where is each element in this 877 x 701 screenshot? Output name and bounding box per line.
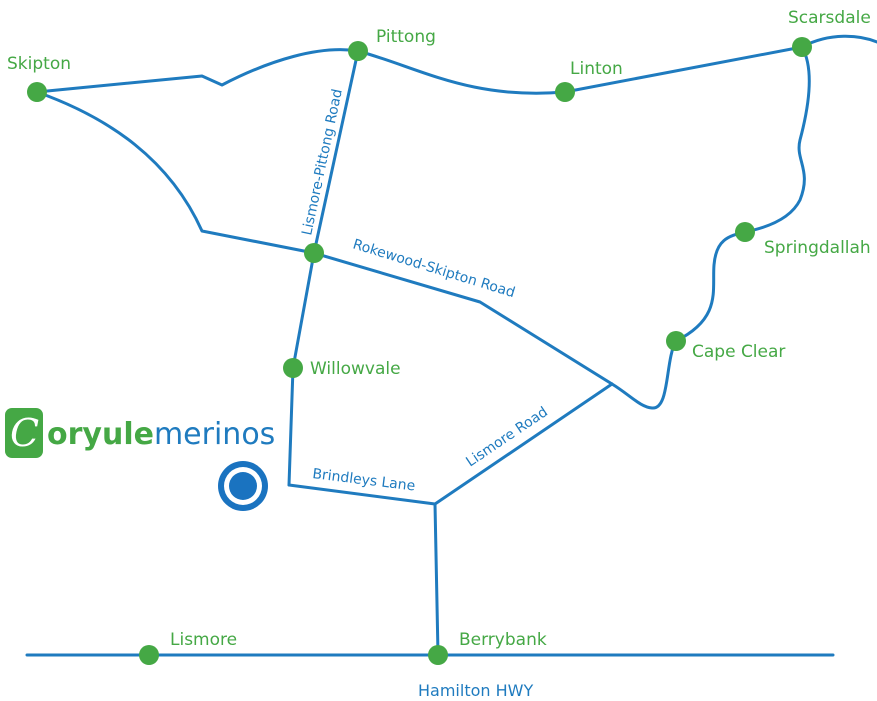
- town-label-cape-clear: Cape Clear: [692, 342, 785, 362]
- road-labels: Lismore-Pittong Road Rokewood-Skipton Ro…: [299, 88, 551, 700]
- town-dot-pittong: [348, 41, 368, 61]
- town-dot-lismore: [139, 645, 159, 665]
- logo-wordmark: oryulemerinos: [47, 417, 275, 452]
- town-dot-cape-clear: [666, 331, 686, 351]
- label-lismore-road: Lismore Road: [463, 404, 551, 470]
- town-dot-scarsdale: [792, 37, 812, 57]
- road-scarsdale-springdallah: [743, 45, 811, 234]
- town-dot-berrybank: [428, 645, 448, 665]
- town-dot-linton: [555, 82, 575, 102]
- road-springdallah-capeclear: [674, 230, 747, 343]
- road-brindleys-lane: [287, 483, 437, 506]
- label-rokewood-skipton-road: Rokewood-Skipton Road: [351, 237, 517, 302]
- town-label-skipton: Skipton: [7, 54, 71, 74]
- town-label-berrybank: Berrybank: [459, 630, 547, 650]
- logo-mark-icon: [5, 408, 43, 458]
- logo-mark-letter: C: [10, 411, 39, 455]
- road-berrybank-connector: [433, 502, 440, 656]
- town-dot-willowvale: [283, 358, 303, 378]
- coryule-merinos-logo: C oryulemerinos: [5, 408, 275, 458]
- town-label-willowvale: Willowvale: [310, 359, 401, 379]
- town-dot-springdallah: [735, 222, 755, 242]
- road-lismore-road: [433, 382, 614, 506]
- road-lismore-pittong: [287, 49, 360, 487]
- town-label-linton: Linton: [570, 59, 623, 79]
- target-ring-icon: [218, 461, 268, 511]
- logo-bold-text: oryule: [47, 417, 154, 452]
- town-label-springdallah: Springdallah: [764, 238, 871, 258]
- road-scarsdale-east: [800, 34, 877, 49]
- road-skipton-pittong: [35, 48, 360, 94]
- town-dot-skipton: [27, 82, 47, 102]
- logo-light-text: merinos: [154, 417, 275, 452]
- road-rokewood-skipton: [312, 251, 614, 386]
- road-skipton-south: [35, 90, 316, 255]
- road-capeclear-south: [610, 339, 678, 410]
- road-pittong-linton: [356, 45, 804, 95]
- town-label-pittong: Pittong: [376, 27, 436, 47]
- town-label-lismore: Lismore: [170, 630, 237, 650]
- town-label-scarsdale: Scarsdale: [788, 8, 871, 28]
- label-hamilton-hwy: Hamilton HWY: [418, 681, 533, 700]
- towns: Skipton Pittong Linton Scarsdale Springd…: [7, 8, 871, 665]
- town-dot-willowvale-junction: [304, 243, 324, 263]
